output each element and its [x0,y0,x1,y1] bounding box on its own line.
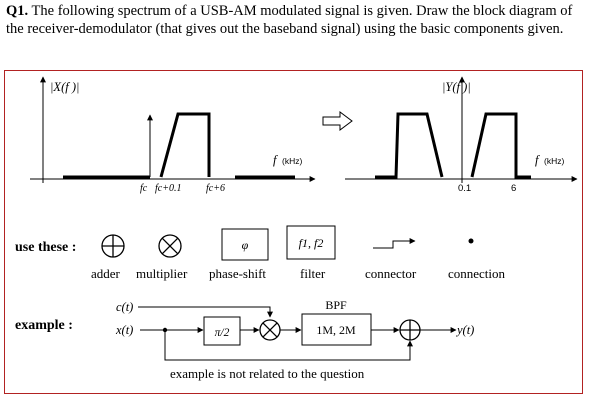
right-x-unit: (kHz) [544,156,564,166]
right-positive-band [470,112,531,179]
caption-connection: connection [448,266,506,281]
example-bypass-line [164,330,413,361]
spectrum-right: |Y(f )| f (kHz) 0.1 6 [345,76,578,194]
connection-dot [468,238,474,244]
example-output: y(t) [455,323,474,337]
use-these-label: use these : [15,240,76,255]
transform-arrow [322,111,353,131]
adder-symbol [101,234,125,258]
filter-symbol-text: f1, f2 [299,236,324,250]
example-bpf-block [301,313,372,346]
example-input-x: x(t) [115,323,133,337]
multiplier-symbol [158,234,182,258]
example-adder [399,319,421,341]
right-x-label: f [535,153,540,167]
right-tick-6: 6 [511,183,516,194]
left-upper-sideband [159,112,211,178]
example-phase-block [203,316,241,346]
left-x-label: f [273,153,278,167]
example-multiplier [259,319,281,341]
phase-shift-symbol: φ [221,228,269,261]
example-label: example : [15,318,73,333]
question-number: Q1. [6,3,29,19]
right-tick-0-1: 0.1 [458,183,471,194]
example-phase-text: π/2 [215,327,230,339]
left-tick-fc-plus-6: fc+6 [206,183,225,194]
right-negative-band [375,112,444,179]
filter-symbol: f1, f2 [286,225,336,260]
left-tick-fc-plus-0-1: fc+0.1 [155,183,181,194]
question-body: The following spectrum of a USB-AM modul… [6,3,573,37]
figure-canvas: |X(f )| f (kHz) fc fc+0.1 fc+6 |Y(f )| f… [15,76,578,381]
left-x-unit: (kHz) [282,156,302,166]
right-y-label: |Y(f )| [442,80,471,94]
example-c-line [138,306,273,318]
phase-shift-symbol-text: φ [242,238,249,252]
caption-phase-shift: phase-shift [209,266,266,281]
example-input-c: c(t) [116,300,133,314]
question-text: Q1. The following spectrum of a USB-AM m… [6,2,584,38]
example-bpf-text: 1M, 2M [316,323,356,337]
left-y-label: |X(f )| [50,80,79,94]
caption-filter: filter [300,266,326,281]
spectrum-left: |X(f )| f (kHz) fc fc+0.1 fc+6 [30,76,316,194]
example-bpf-label: BPF [325,298,347,312]
caption-multiplier: multiplier [136,266,188,281]
caption-adder: adder [91,266,121,281]
example-note: example is not related to the question [170,366,365,381]
caption-connector: connector [365,266,417,281]
connector-symbol [373,238,416,249]
left-tick-fc: fc [140,183,148,194]
figure-frame: |X(f )| f (kHz) fc fc+0.1 fc+6 |Y(f )| f… [4,70,583,394]
